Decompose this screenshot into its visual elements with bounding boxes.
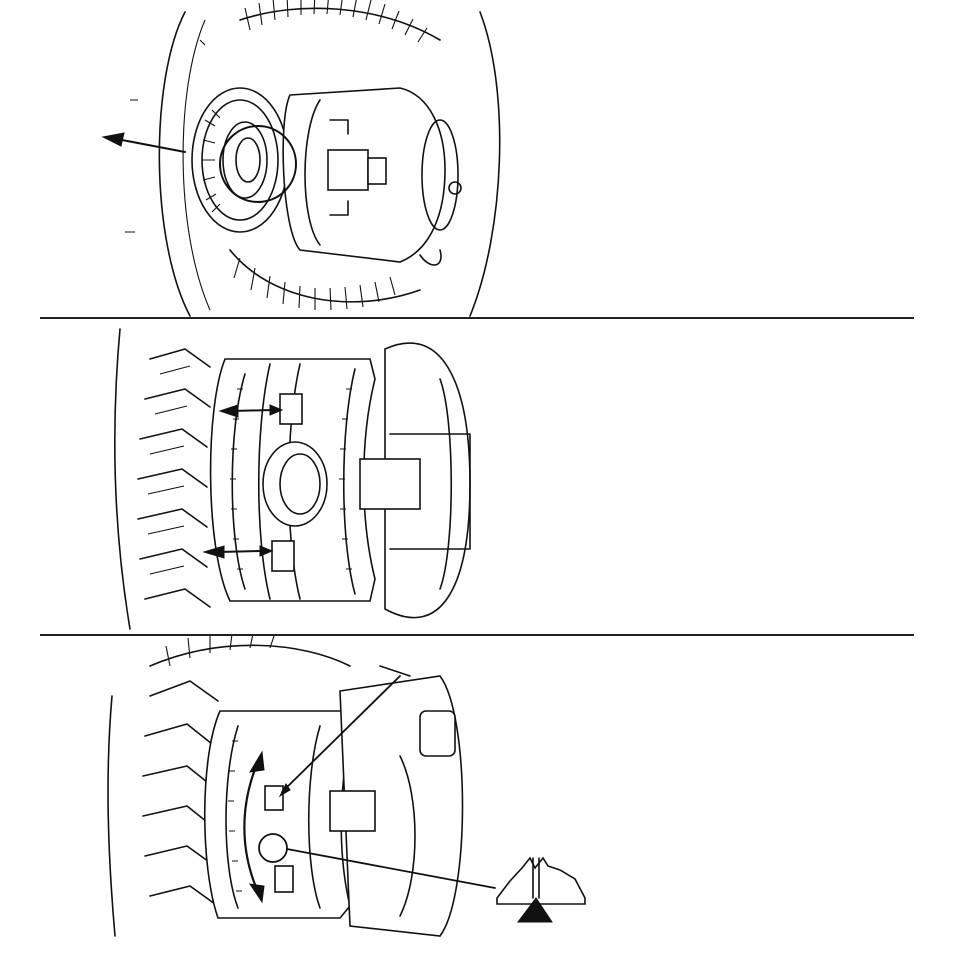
panel-2-case-slots — [0, 319, 954, 635]
panel-2-drawing — [0, 319, 954, 635]
panel-1-drawing — [0, 0, 954, 318]
inset-alignment-detail — [497, 858, 585, 922]
callout-arrow — [103, 133, 185, 152]
slot-lower — [272, 541, 294, 571]
differential-case — [211, 359, 375, 601]
panel-1-differential-overview — [0, 0, 954, 318]
slot-upper — [280, 394, 302, 424]
bearing-cap — [360, 343, 470, 618]
pinion-slot — [265, 786, 283, 810]
ring-gear-teeth — [115, 329, 210, 629]
side-bearing — [192, 88, 288, 232]
panel-3-drawing — [0, 636, 954, 954]
differential-case — [283, 88, 461, 265]
bearing-cap — [330, 666, 463, 936]
panel-3-alignment — [0, 636, 954, 954]
